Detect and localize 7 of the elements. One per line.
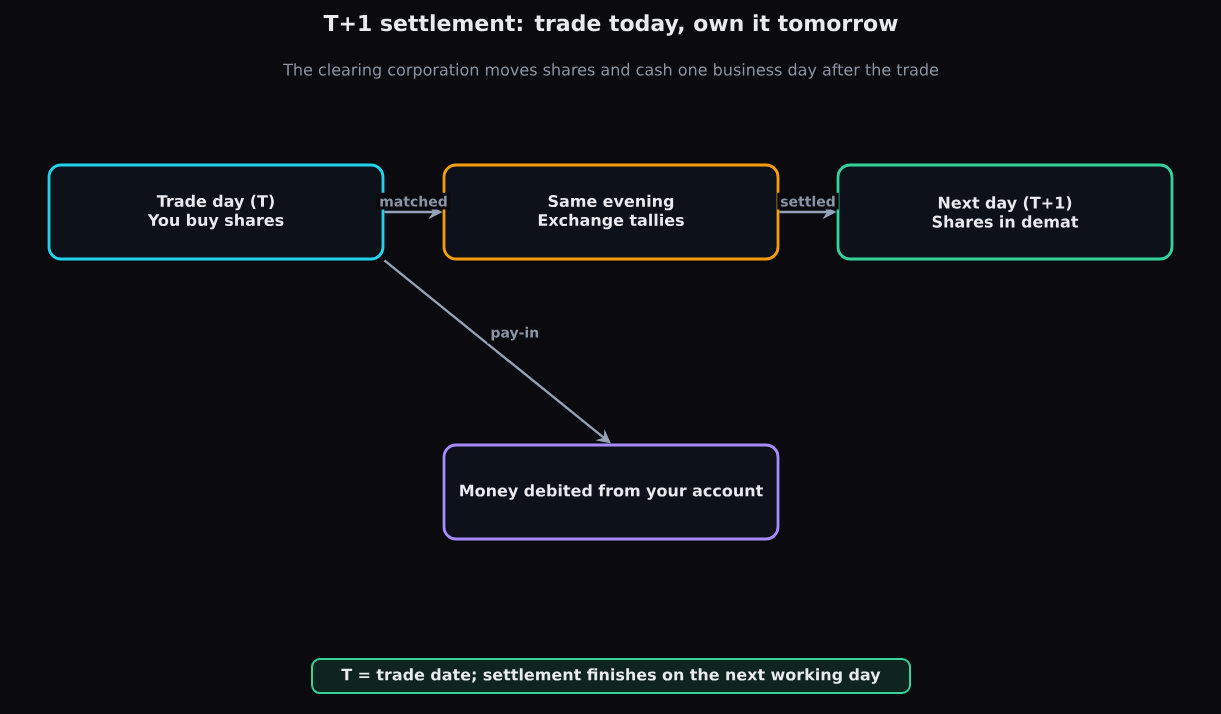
note-box: T = trade date; settlement finishes on the next working day — [311, 658, 911, 694]
subtitle: The clearing corporation moves shares and cash one business day after the trade — [283, 63, 939, 79]
process-box: Money debited from your account — [442, 443, 780, 541]
edge-label: pay-in — [487, 323, 543, 344]
process-box: Next day (T+1) Shares in demat — [836, 163, 1174, 261]
title: T+1 settlement: trade today, own it tomorrow — [323, 14, 898, 36]
arrow — [383, 259, 611, 444]
